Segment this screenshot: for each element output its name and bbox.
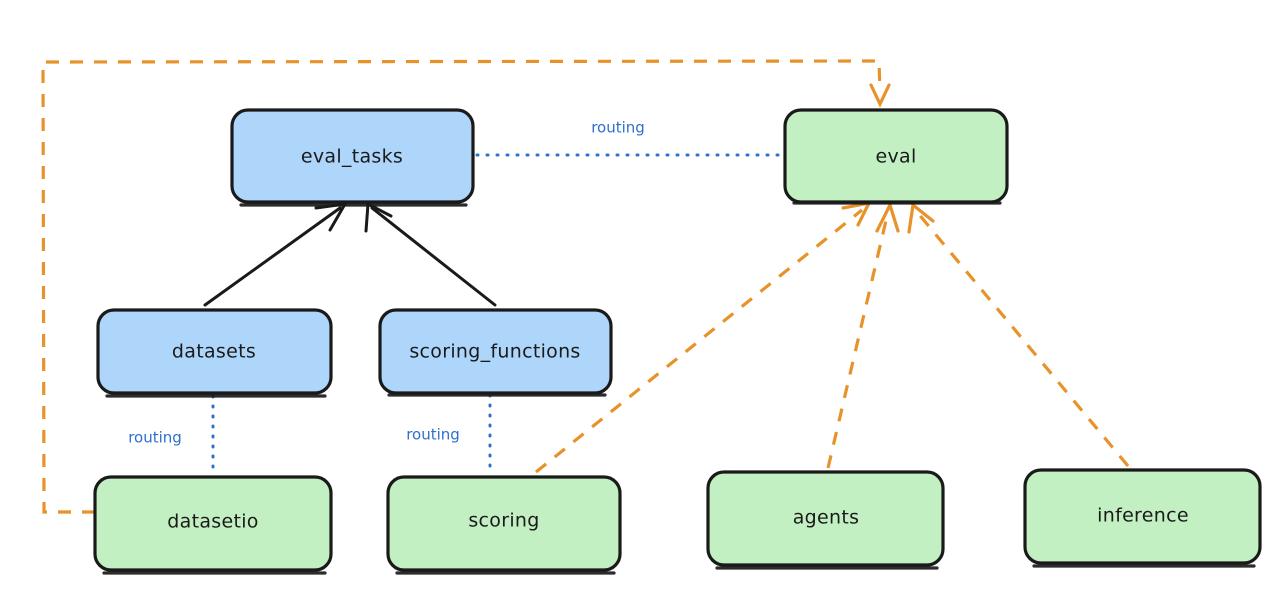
node-scoring-shape[interactable] [386,475,622,572]
edge-labels-layer: routing routing routing [128,119,645,447]
node-scoring-functions[interactable]: scoring_functions [378,308,613,397]
edge-datasetio-eval [41,59,891,514]
edge-datasets-eval-tasks [203,202,348,307]
edge-label-routing-eval-tasks: routing [591,119,645,137]
node-datasetio[interactable]: datasetio [93,475,333,575]
node-datasets-label: datasets [172,341,256,363]
node-eval-tasks-label: eval_tasks [301,146,403,168]
node-inference-label: inference [1097,505,1189,527]
node-eval-shape[interactable] [783,108,1009,204]
node-agents[interactable]: agents [706,470,945,570]
node-scoring[interactable]: scoring [386,475,622,575]
node-datasetio-shape[interactable] [93,475,333,572]
edge-label-routing-scoring-functions: routing [406,426,460,444]
node-scoring-label: scoring [468,510,539,532]
edge-label-routing-datasets: routing [128,429,182,447]
node-eval-tasks[interactable]: eval_tasks [230,108,475,207]
node-datasets[interactable]: datasets [96,308,333,398]
node-eval-label: eval [875,146,916,168]
node-agents-shape[interactable] [706,470,945,567]
node-datasets-shape[interactable] [96,308,333,395]
edge-agents-eval [826,200,900,469]
edge-inference-eval [907,202,1130,468]
edge-scoring-functions-eval-tasks [364,201,497,307]
node-agents-label: agents [793,507,860,529]
node-scoring-functions-shape[interactable] [378,308,613,395]
node-eval-tasks-shape[interactable] [230,108,475,204]
edges-layer [41,59,1130,514]
node-inference-shape[interactable] [1023,468,1262,565]
node-scoring-functions-label: scoring_functions [409,341,580,363]
node-inference[interactable]: inference [1023,468,1262,568]
node-datasetio-label: datasetio [167,511,258,533]
node-eval[interactable]: eval [783,108,1009,205]
